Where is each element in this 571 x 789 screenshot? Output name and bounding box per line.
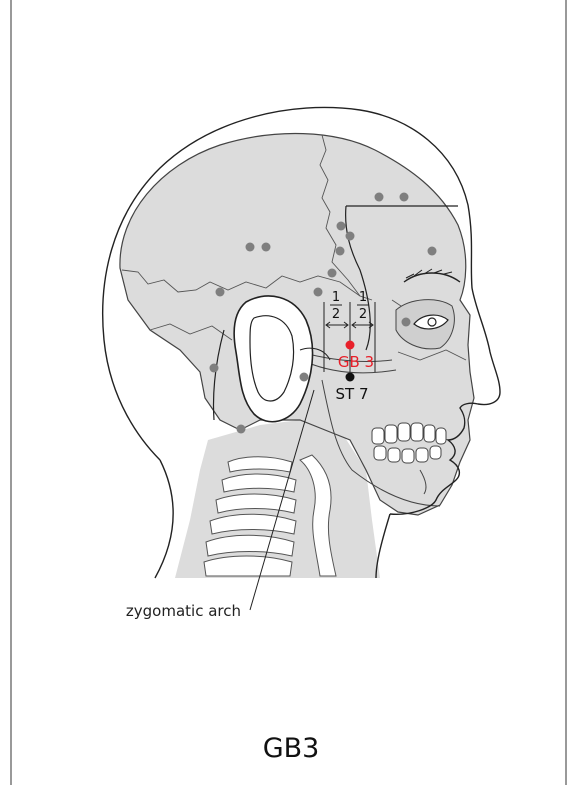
gb3-point-label: GB 3	[338, 353, 374, 371]
acupoint-marker	[216, 288, 225, 297]
acupoint-marker	[346, 232, 355, 241]
zygomatic-arch-label: zygomatic arch	[126, 602, 241, 620]
acupoint-marker	[328, 269, 337, 278]
acupoint-marker	[428, 247, 437, 256]
fraction-left-denominator: 2	[332, 307, 340, 322]
acupoint-marker	[237, 425, 246, 434]
st7-point-dot	[346, 373, 355, 382]
neck-spine	[175, 420, 380, 578]
acupoint-marker	[402, 318, 411, 327]
acupoint-marker	[375, 193, 384, 202]
acupoint-marker	[400, 193, 409, 202]
acupoint-marker	[336, 247, 345, 256]
figure-title: GB3	[263, 733, 320, 764]
fraction-right-numerator: 1	[359, 290, 367, 305]
acupoint-marker	[262, 243, 271, 252]
acupoint-marker	[314, 288, 323, 297]
gb3-point-dot	[346, 341, 355, 350]
st7-point-label: ST 7	[336, 385, 369, 403]
acupoint-marker	[300, 373, 309, 382]
acupoint-marker	[337, 222, 346, 231]
fraction-left-numerator: 1	[332, 290, 340, 305]
acupoint-marker	[246, 243, 255, 252]
fraction-right-denominator: 2	[359, 307, 367, 322]
acupoint-marker	[210, 364, 219, 373]
